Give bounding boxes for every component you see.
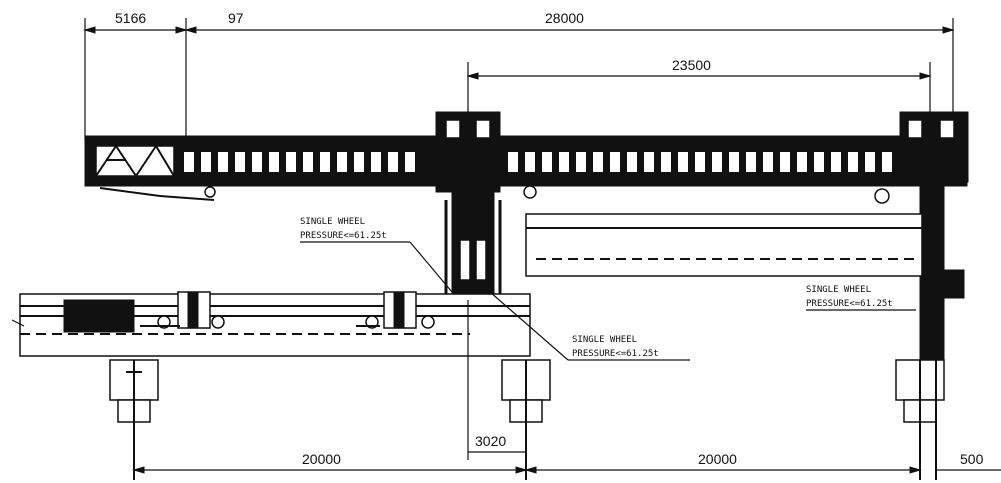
girder-opening [763,152,773,172]
girder-web-openings [184,152,892,172]
right-leg-structure [899,111,969,361]
girder-opening [712,152,722,172]
girder-opening [644,152,654,172]
girder-opening [286,152,296,172]
girder-opening [252,152,262,172]
girder-opening [303,152,313,172]
girder-opening [593,152,603,172]
dimension-500-label: 500 [960,451,984,467]
lower-runway-beam [19,291,531,357]
girder-opening [525,152,535,172]
girder-opening [848,152,858,172]
left-edge-marker [11,319,25,327]
dimension-28000-label: 28000 [545,10,584,26]
dimension-23500-label: 23500 [672,57,711,73]
girder-opening [797,152,807,172]
girder-opening [542,152,552,172]
note3-line2: PRESSURE<=61.25t [806,299,893,309]
girder-opening [320,152,330,172]
note2-line2: PRESSURE<=61.25t [572,349,659,359]
girder-opening [354,152,364,172]
girder-opening [388,152,398,172]
girder-opening [559,152,569,172]
girder-opening [576,152,586,172]
girder-opening [184,152,194,172]
girder-opening [729,152,739,172]
dimension-5166-label: 5166 [115,10,146,26]
girder-opening [831,152,841,172]
girder-opening [865,152,875,172]
cantilever-truss [95,145,175,177]
note1-line2: PRESSURE<=61.25t [300,231,387,241]
girder-opening [371,152,381,172]
dimension-97-label: 97 [228,10,244,26]
girder-opening [610,152,620,172]
girder-opening [337,152,347,172]
girder-opening [269,152,279,172]
left-leg-structure [435,111,502,300]
girder-opening [661,152,671,172]
note3-line1: SINGLE WHEEL [806,285,871,295]
girder-opening [814,152,824,172]
girder-opening [695,152,705,172]
support-columns [109,359,945,480]
girder-opening [780,152,790,172]
girder-opening [746,152,756,172]
girder-opening [405,152,415,172]
note2-line1: SINGLE WHEEL [572,335,637,345]
bottom-dimension-group: 20000 20000 3020 500 [132,300,1001,474]
girder-opening [218,152,228,172]
note1-line1: SINGLE WHEEL [300,217,365,227]
dimension-20000-left-label: 20000 [302,451,341,467]
main-girder [84,135,968,204]
top-dimension-group: 5166 97 28000 23500 [83,10,955,140]
dimension-3020-label: 3020 [475,433,506,449]
girder-opening [882,152,892,172]
girder-opening [627,152,637,172]
girder-opening [235,152,245,172]
girder-opening [508,152,518,172]
girder-opening [678,152,688,172]
dimension-20000-right-label: 20000 [698,451,737,467]
girder-opening [201,152,211,172]
wheel-pressure-notes: SINGLE WHEEL PRESSURE<=61.25t SINGLE WHE… [300,217,916,361]
right-side-beam [525,213,923,277]
